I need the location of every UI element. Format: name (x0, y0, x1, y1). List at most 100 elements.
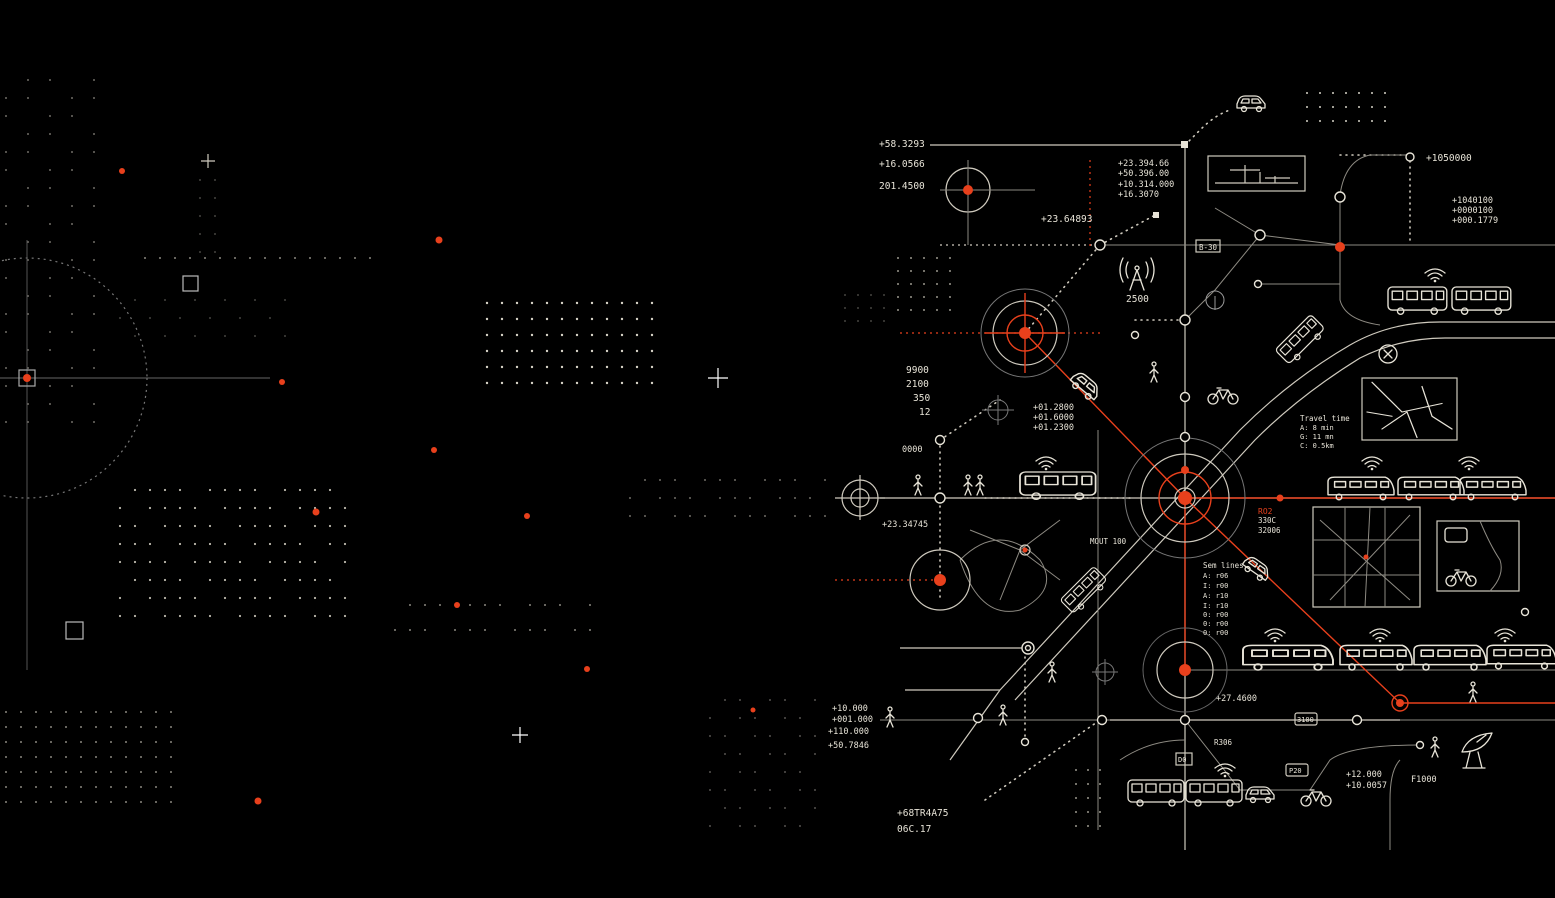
grid-dot (224, 299, 226, 301)
grid-dot (575, 333, 579, 337)
network-nodes (934, 141, 1530, 750)
grid-dot (95, 786, 97, 788)
grid-dot (234, 257, 236, 259)
grid-dot (949, 309, 951, 311)
coord-label: +12.000 (1346, 770, 1382, 780)
grid-dot (897, 270, 899, 272)
grid-dot (1384, 106, 1386, 108)
grid-dot (125, 726, 127, 728)
grid-dot (71, 421, 73, 423)
grid-dot (394, 629, 396, 631)
grid-dot (485, 317, 489, 321)
grid-dot (343, 614, 347, 618)
box-label: R306 (1214, 738, 1233, 747)
grid-dot (5, 741, 7, 743)
grid-dot (605, 349, 609, 353)
grid-dot (71, 115, 73, 117)
map-thumbnail-icon (1312, 377, 1520, 608)
grid-dot (224, 335, 226, 337)
grid-dot (620, 349, 624, 353)
grid-dot (1306, 92, 1308, 94)
grid-dot (484, 629, 486, 631)
grid-dot (27, 151, 29, 153)
stat-label: 2100 (906, 379, 929, 390)
grid-dot (199, 233, 201, 235)
grid-dot (484, 604, 486, 606)
grid-dot (214, 179, 216, 181)
car-icon (1067, 369, 1275, 804)
grid-dot (5, 205, 7, 207)
grid-dot (605, 333, 609, 337)
grid-dot (170, 756, 172, 758)
grid-dot (208, 614, 212, 618)
grid-dot (1099, 825, 1101, 827)
grid-dot (170, 801, 172, 803)
grid-dot (155, 711, 157, 713)
grid-dot (897, 257, 899, 259)
grid-dot (50, 726, 52, 728)
grid-dot (734, 515, 736, 517)
grid-dot (799, 789, 801, 791)
grid-dot (870, 294, 872, 296)
grid-dot (178, 488, 182, 492)
grid-dot (95, 726, 97, 728)
grid-dot (193, 614, 197, 618)
grid-dot (936, 283, 938, 285)
grid-dot (1075, 769, 1077, 771)
grid-dot (529, 604, 531, 606)
grid-dot (5, 367, 7, 369)
grid-dot (93, 295, 95, 297)
grid-dot (35, 726, 37, 728)
grid-dot (49, 169, 51, 171)
grid-dot (50, 756, 52, 758)
grid-dot (148, 506, 152, 510)
grid-dot (1099, 783, 1101, 785)
grid-dot (923, 296, 925, 298)
grid-dot (923, 283, 925, 285)
grid-dot (269, 317, 271, 319)
grid-dot (118, 560, 122, 564)
grid-dot (1075, 783, 1077, 785)
grid-dot (500, 349, 504, 353)
grid-dot (674, 515, 676, 517)
grid-dot (133, 488, 137, 492)
grid-dot (754, 825, 756, 827)
grid-dot (814, 699, 816, 701)
sem-row: I: r00 (1203, 582, 1228, 590)
mini-chart-box (1207, 155, 1306, 192)
grid-dot (140, 756, 142, 758)
grid-dot (50, 786, 52, 788)
grid-dot (65, 801, 67, 803)
grid-dot (560, 365, 564, 369)
coord-label: +001.000 (832, 715, 873, 725)
grid-dot (65, 726, 67, 728)
grid-dot (49, 385, 51, 387)
grid-dot (148, 578, 152, 582)
grid-dot (298, 560, 302, 564)
grid-dot (204, 257, 206, 259)
grid-dot (500, 365, 504, 369)
grid-dot (469, 604, 471, 606)
grid-dot (5, 771, 7, 773)
grid-dot (140, 786, 142, 788)
grid-dot (93, 187, 95, 189)
grid-dot (133, 560, 137, 564)
travel-time-row: G: 11 mn (1300, 433, 1334, 441)
grid-dot (155, 756, 157, 758)
grid-dot (110, 711, 112, 713)
grid-dot (178, 596, 182, 600)
grid-dot (650, 349, 654, 353)
grid-dot (1319, 106, 1321, 108)
grid-dot (283, 542, 287, 546)
grid-dot (253, 506, 257, 510)
grid-dot (910, 270, 912, 272)
grid-dot (500, 381, 504, 385)
grid-dot (254, 299, 256, 301)
coord-label: +01.6000 (1033, 413, 1074, 423)
label-boxes (1175, 239, 1318, 777)
grid-dot (897, 283, 899, 285)
grid-dot (80, 741, 82, 743)
coord-label: +68TR4A75 (897, 808, 948, 819)
grid-dot (769, 735, 771, 737)
grid-dot (589, 604, 591, 606)
